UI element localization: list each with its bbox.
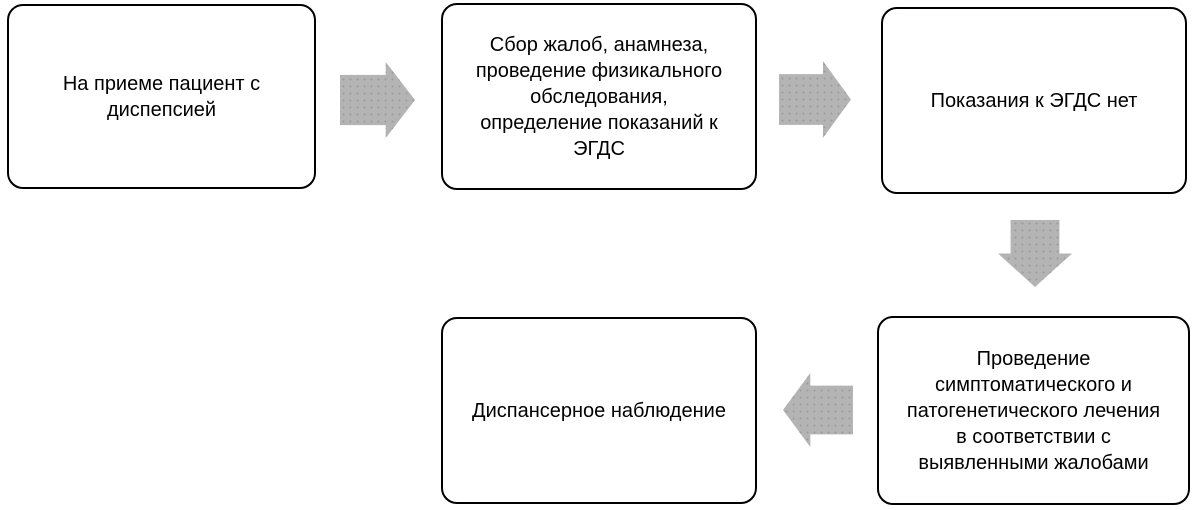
arrow-right-icon [779, 61, 851, 138]
flowchart-node-symptomatic-treatment: Проведение симптоматического и патогенет… [877, 316, 1190, 505]
node-label: На приеме пациент с диспепсией [62, 72, 261, 121]
arrow-right-icon [340, 62, 415, 138]
flowchart-node-collect-complaints-exam: Сбор жалоб, анамнеза, проведение физикал… [441, 3, 757, 190]
flowchart-node-patient-with-dyspepsia: На приеме пациент с диспепсией [7, 4, 316, 189]
flowchart-node-dispensary-observation: Диспансерное наблюдение [441, 317, 757, 504]
arrow-left-icon [783, 373, 853, 447]
node-label: Диспансерное наблюдение [472, 399, 726, 422]
node-label: Сбор жалоб, анамнеза, проведение физикал… [475, 33, 723, 160]
node-label: Проведение симптоматического и патогенет… [906, 347, 1161, 474]
node-label: Показания к ЭГДС нет [930, 89, 1138, 112]
flowchart-node-no-egds-indication: Показания к ЭГДС нет [881, 7, 1187, 194]
arrow-down-icon [998, 220, 1072, 287]
